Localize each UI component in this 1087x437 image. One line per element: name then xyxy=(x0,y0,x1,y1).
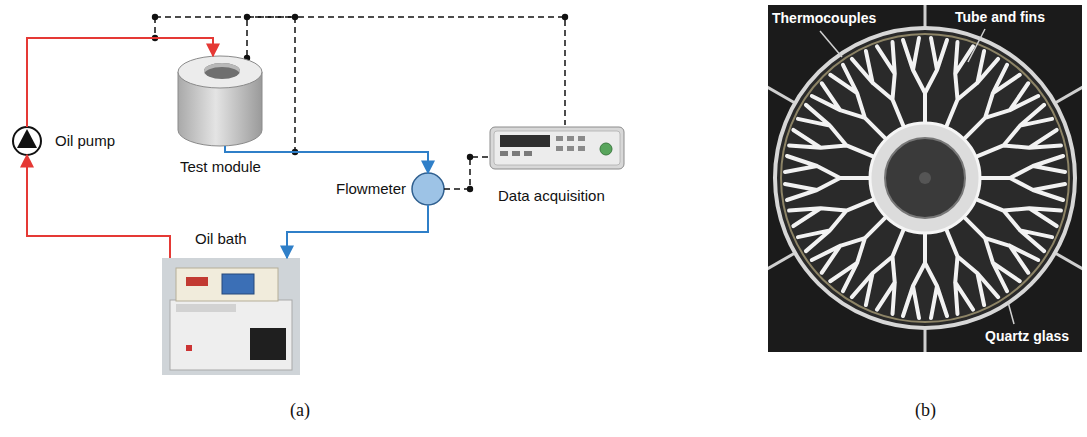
daq-display xyxy=(500,135,550,147)
daq-button xyxy=(567,136,574,141)
signal-connector xyxy=(247,17,565,125)
daq-node: Data acquisition xyxy=(488,125,625,170)
daq-button xyxy=(512,151,520,156)
fin xyxy=(926,220,999,315)
fin xyxy=(967,104,1062,177)
test-module-node: Test module xyxy=(178,56,262,146)
leader-line xyxy=(968,29,985,62)
thermocouple xyxy=(924,328,927,352)
part-label: Tube and fins xyxy=(955,9,1045,26)
fin xyxy=(903,38,947,123)
cylinder-hole xyxy=(204,63,240,79)
thermocouple xyxy=(768,253,795,296)
signal-connector xyxy=(444,157,488,189)
oil-bath-readout xyxy=(186,277,208,286)
daq-button xyxy=(556,146,563,151)
daq-device xyxy=(490,127,624,169)
quartz-glass-ring xyxy=(775,28,1075,328)
daq-button xyxy=(567,146,574,151)
flow-connector xyxy=(27,155,170,258)
oil-bath-lid xyxy=(176,304,236,312)
finned-tube-photo xyxy=(768,5,1082,352)
flowmeter-node: Flowmeter xyxy=(412,173,444,205)
fin xyxy=(967,179,1062,252)
oil-bath-node: Oil bath xyxy=(162,258,300,375)
oil-bath-panel xyxy=(176,268,278,301)
cylinder-inner-wall xyxy=(204,63,240,75)
daq-knob xyxy=(600,143,612,155)
oil-bath-grille xyxy=(250,328,286,360)
thermocouple xyxy=(1055,60,1082,103)
flowmeter-symbol xyxy=(412,173,444,205)
fin-branch xyxy=(903,38,947,123)
tube-bore xyxy=(885,138,965,218)
fin xyxy=(787,179,882,252)
flow-connector xyxy=(27,38,213,127)
fin xyxy=(785,156,870,200)
daq-button xyxy=(556,136,563,141)
node-label: Oil pump xyxy=(55,132,115,150)
junction-dot xyxy=(152,14,158,20)
thermocouple xyxy=(924,5,927,28)
fin xyxy=(980,156,1065,200)
pump-symbol xyxy=(13,127,41,155)
oil-bath-screen xyxy=(222,274,254,294)
pump-triangle xyxy=(17,129,37,148)
part-label: Quartz glass xyxy=(985,328,1069,345)
fin xyxy=(851,40,924,135)
cylinder-top xyxy=(178,56,262,88)
node-label: Data acquisition xyxy=(498,187,605,205)
fin xyxy=(851,220,924,315)
pump-node: Oil pump xyxy=(13,127,41,155)
flow-connector xyxy=(287,205,428,258)
subfigure-label: (a) xyxy=(290,400,310,420)
oil-bath-photo xyxy=(162,258,300,375)
node-label: Flowmeter xyxy=(336,180,406,198)
oil-bath-body xyxy=(170,300,292,370)
photo-ground xyxy=(768,5,1082,352)
leader-line xyxy=(820,31,842,57)
fin xyxy=(903,233,947,318)
subfigure-label: (b) xyxy=(915,400,936,420)
node-label: Oil bath xyxy=(195,230,247,248)
part-label: Thermocouples xyxy=(772,10,876,27)
thermocouple xyxy=(768,60,795,103)
tube-center xyxy=(919,172,931,184)
daq-button xyxy=(524,151,532,156)
daq-button xyxy=(578,136,585,141)
daq-button xyxy=(578,146,585,151)
thermocouple-wires xyxy=(768,5,1082,352)
fin xyxy=(787,104,882,177)
oil-bath-switch xyxy=(186,345,192,351)
daq-front xyxy=(494,131,620,165)
fin xyxy=(926,40,999,135)
central-tube xyxy=(870,123,980,233)
daq-button xyxy=(500,151,508,156)
quartz-glass-inner xyxy=(781,34,1069,322)
thermocouple xyxy=(1055,253,1082,296)
leader-line xyxy=(1008,302,1014,324)
node-label: Test module xyxy=(180,158,261,176)
